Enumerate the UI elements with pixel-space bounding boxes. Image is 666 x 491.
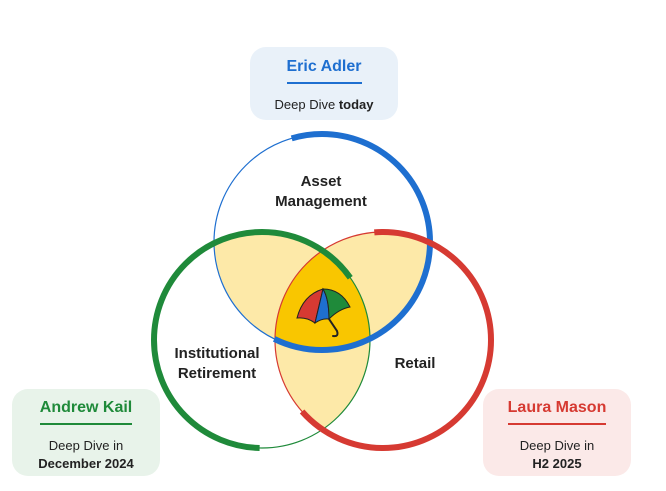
umbrella-icon xyxy=(296,287,351,338)
label-asset-management: Asset Management xyxy=(246,172,396,212)
card-name: Eric Adler xyxy=(286,58,362,84)
card-line-bold: December 2024 xyxy=(38,456,134,471)
card-line: Deep Dive today xyxy=(250,96,398,114)
card-line-text: Deep Dive xyxy=(274,97,339,112)
card-name: Andrew Kail xyxy=(39,399,133,425)
label-institutional-retirement: Institutional Retirement xyxy=(162,344,272,384)
card-line-bold: today xyxy=(338,97,374,112)
circle-institutional-retirement xyxy=(151,229,373,451)
label-line: Retirement xyxy=(177,365,257,382)
card-laura-mason: Laura Mason Deep Dive in H2 2025 xyxy=(483,389,631,476)
label-line: Institutional xyxy=(174,345,260,362)
label-line: Asset xyxy=(300,173,342,190)
card-name: Laura Mason xyxy=(507,399,607,425)
card-andrew-kail: Andrew Kail Deep Dive in December 2024 xyxy=(12,389,160,476)
overlap-center xyxy=(275,232,370,350)
card-line: Deep Dive in xyxy=(48,438,124,453)
card-eric-adler: Eric Adler Deep Dive today xyxy=(250,47,398,120)
label-line: Management xyxy=(275,193,367,210)
card-line-bold: H2 2025 xyxy=(532,456,582,471)
label-retail: Retail xyxy=(394,355,436,372)
circle-retail xyxy=(272,229,494,451)
card-line: Deep Dive in xyxy=(519,438,595,453)
